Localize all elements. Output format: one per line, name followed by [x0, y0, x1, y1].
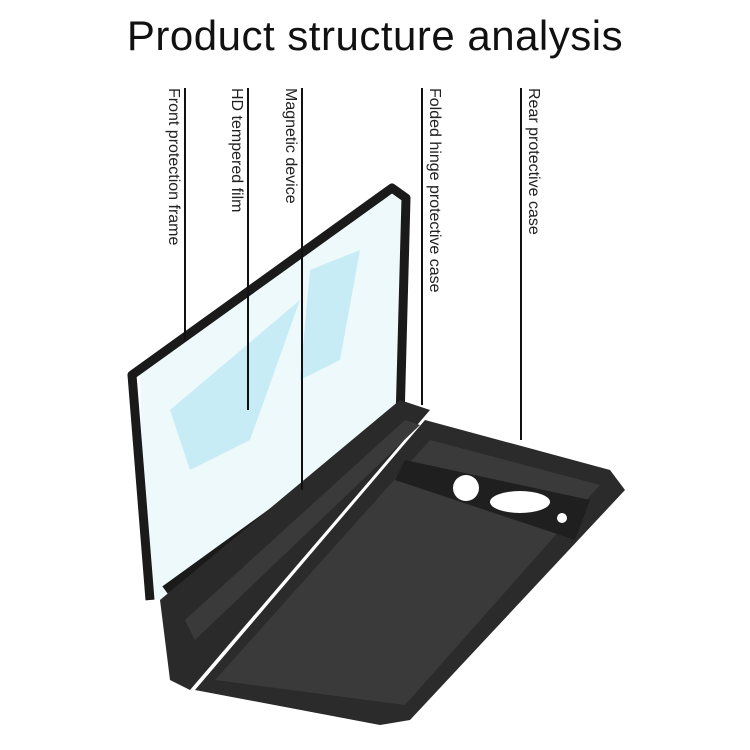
front-protection-frame	[127, 183, 411, 601]
rear-protective-case	[195, 420, 625, 725]
label-front-protection-frame: Front protection frame	[165, 88, 182, 246]
label-rear-protective-case: Rear protective case	[525, 88, 542, 235]
folded-hinge-case	[160, 400, 430, 690]
label-folded-hinge-protective-case: Folded hinge protective case	[426, 88, 443, 293]
page-title: Product structure analysis	[126, 12, 624, 59]
label-hd-tempered-film: HD tempered film	[228, 88, 245, 213]
label-magnetic-device: Magnetic device	[282, 88, 299, 204]
